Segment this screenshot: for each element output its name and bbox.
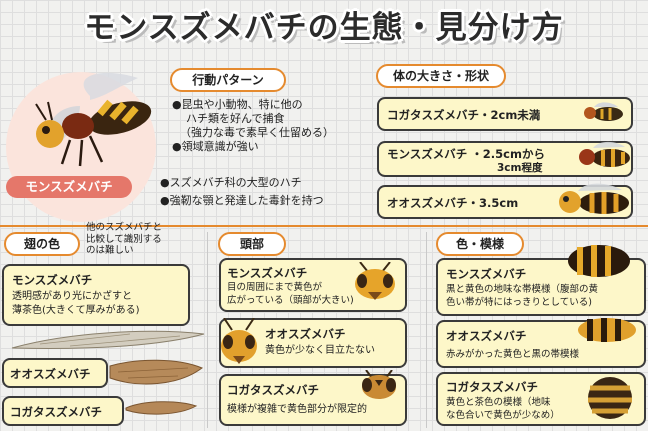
traits-list: ●スズメバチ科の大型のハチ ●強靭な顎と発達した毒針を持つ (160, 176, 380, 208)
hero-badge: モンスズメバチ (6, 176, 132, 198)
head-card-desc-line: 目の周囲にまで黄色が (227, 282, 323, 293)
pattern-kogata-abdomen (588, 377, 632, 419)
size-hornet-large (559, 183, 629, 214)
size-row-mon: モンスズメバチ ・2.5cmから 3cm程度 (377, 141, 633, 177)
size-row-label: オオスズメバチ・3.5cm (387, 196, 519, 210)
pattern-card-title: モンスズメバチ (446, 267, 527, 281)
trait-line: ●強靭な顎と発達した毒針を持つ (160, 194, 324, 207)
pattern-card-desc-line: 黄色と茶色の模様（地味 (446, 397, 551, 408)
column-divider (426, 232, 427, 428)
wing-mon-illustration (11, 330, 205, 349)
behavior-list: ●昆虫や小動物、特に他の ハチ類を好んで捕食 （強力な毒で素早く仕留める） ●領… (172, 98, 372, 154)
size-row-label: コガタスズメバチ・2cm未満 (387, 108, 541, 122)
wing-mon-card: モンスズメバチ 透明感があり光にかざすと 薄茶色(大きくて厚みがある) (2, 264, 190, 326)
size-heading: 体の大きさ・形状 (376, 64, 506, 88)
pattern-mon-abdomen (568, 245, 630, 277)
wing-note-line: 比較して識別する (86, 233, 162, 245)
column-divider (207, 232, 208, 428)
behavior-heading: 行動パターン (170, 68, 286, 92)
head-card-desc-line: 広がっている（頭部が大きい) (227, 295, 354, 306)
pattern-heading: 色・模様 (436, 232, 524, 256)
hornet-illustration (35, 72, 152, 167)
wing-heading: 翅の色 (4, 232, 80, 256)
size-hornet-small (584, 102, 623, 121)
wing-note: 他のスズメバチと 比較して識別する のは難しい (86, 222, 206, 257)
head-card-desc-line: 模様が複雑で黄色部分が限定的 (227, 404, 367, 415)
head-card-oo: オオスズメバチ 黄色が少なく目立たない (219, 318, 407, 368)
wing-mon-desc-line: 透明感があり光にかざすと (12, 291, 132, 302)
head-card-desc-line: 黄色が少なく目立たない (265, 345, 375, 356)
wing-oo-illustration (109, 359, 204, 385)
pattern-card-desc-line: 黒と黄色の地味な帯模様（腹部の黄 (446, 284, 599, 295)
behavior-line: ●昆虫や小動物、特に他の (172, 98, 303, 111)
size-hornet-medium (579, 141, 630, 167)
behavior-line: ●領域意識が強い (172, 140, 259, 153)
head-card-title: オオスズメバチ (265, 327, 346, 341)
pattern-card-title: コガタスズメバチ (446, 380, 538, 394)
head-heading: 頭部 (218, 232, 286, 256)
wing-oo-label: オオスズメバチ (10, 367, 91, 381)
wing-note-line: 他のスズメバチと (86, 222, 163, 233)
section-divider (0, 225, 648, 227)
pattern-card-mon: モンスズメバチ 黒と黄色の地味な帯模様（腹部の黄 色い帯が特にはっきりとしている… (436, 258, 646, 316)
pattern-card-desc-line: 赤みがかった黄色と黒の帯模様 (446, 349, 580, 360)
head-card-title: コガタスズメバチ (227, 383, 319, 397)
wing-oo-card: オオスズメバチ (2, 358, 108, 388)
page-title: モンスズメバチの生態・見分け方 (84, 10, 564, 46)
wing-mon-desc-line: 薄茶色(大きくて厚みがある) (12, 305, 140, 316)
behavior-line: ハチ類を好んで捕食 (186, 112, 285, 125)
pattern-card-title: オオスズメバチ (446, 329, 527, 343)
behavior-line: （強力な毒で素早く仕留める） (180, 126, 334, 139)
head-mon-illustration (355, 262, 395, 300)
wing-kogata-card: コガタスズメバチ (2, 396, 124, 426)
wing-note-line: のは難しい (86, 245, 134, 256)
pattern-card-desc-line: 色い帯が特にはっきりとしている) (446, 297, 592, 308)
head-kogata-illustration (362, 370, 396, 399)
wing-mon-title: モンスズメバチ (12, 273, 93, 287)
wing-kogata-label: コガタスズメバチ (10, 405, 102, 419)
wing-kogata-illustration (125, 401, 198, 415)
size-row-label: モンスズメバチ ・2.5cmから (387, 147, 545, 161)
head-card-title: モンスズメバチ (227, 266, 308, 280)
size-row-label: 3cm程度 (497, 162, 543, 174)
pattern-card-desc-line: な色合いで黄色が少なめ） (446, 410, 560, 421)
pattern-oo-abdomen (578, 318, 636, 342)
trait-line: ●スズメバチ科の大型のハチ (160, 176, 302, 189)
head-oo-illustration (221, 318, 257, 364)
